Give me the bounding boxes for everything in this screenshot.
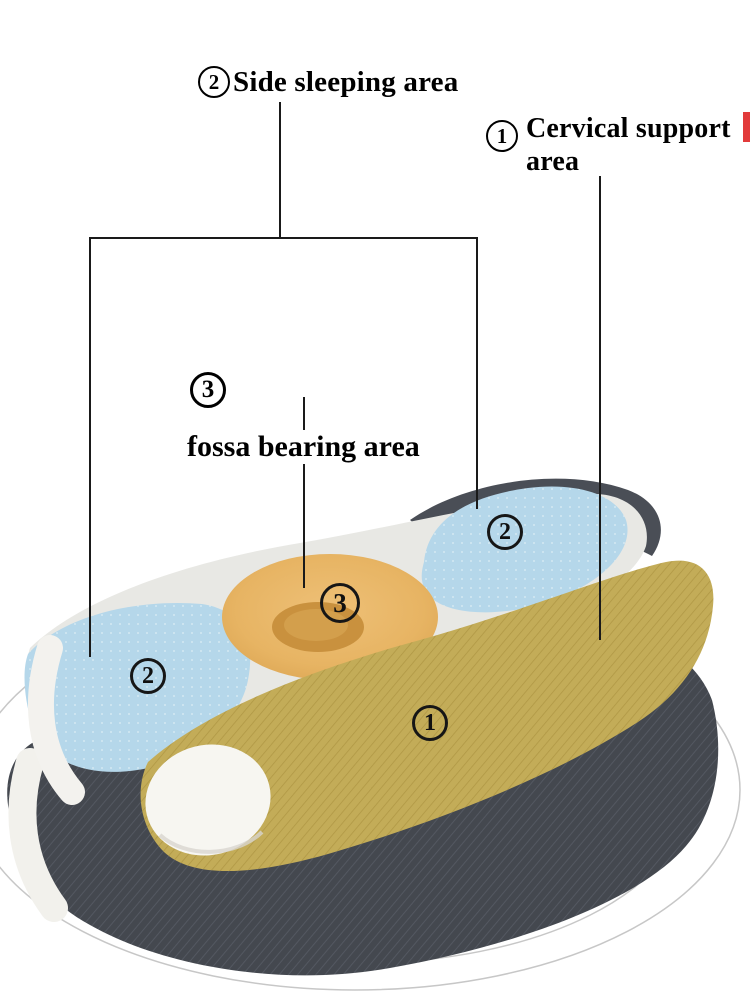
leader-line-side-vertical — [279, 102, 281, 238]
leader-line-bracket-right-drop — [476, 237, 478, 509]
leader-line-bracket-horizontal — [89, 237, 478, 239]
label-fossa-bearing-text: fossa bearing area — [183, 430, 424, 464]
clipped-red-mark — [743, 112, 750, 142]
bottom-pillow-strap — [8, 748, 68, 922]
circled-2-icon: 2 — [198, 66, 230, 98]
white-roll — [145, 744, 271, 856]
circled-1-icon: 1 — [486, 120, 518, 152]
label-side-sleeping-text: Side sleeping area — [233, 66, 459, 98]
white-roll-shadow — [158, 830, 264, 854]
zone-side-sleeping-right — [421, 486, 628, 613]
leader-line-cervical-drop — [599, 176, 601, 640]
label-cervical-support: 1 Cervical support area — [486, 112, 748, 178]
label-cervical-support-text: Cervical support area — [526, 113, 731, 177]
marker-fossa-icon: 3 — [320, 583, 360, 623]
marker-side-right-icon: 2 — [487, 514, 523, 550]
circled-3-icon: 3 — [190, 372, 226, 408]
leader-line-fossa-drop — [303, 397, 305, 588]
top-pillow-strap — [27, 635, 85, 805]
marker-cervical-icon: 1 — [412, 705, 448, 741]
marker-side-left-icon: 2 — [130, 658, 166, 694]
label-side-sleeping: 2 Side sleeping area — [198, 66, 458, 99]
leader-line-bracket-left-drop — [89, 237, 91, 657]
